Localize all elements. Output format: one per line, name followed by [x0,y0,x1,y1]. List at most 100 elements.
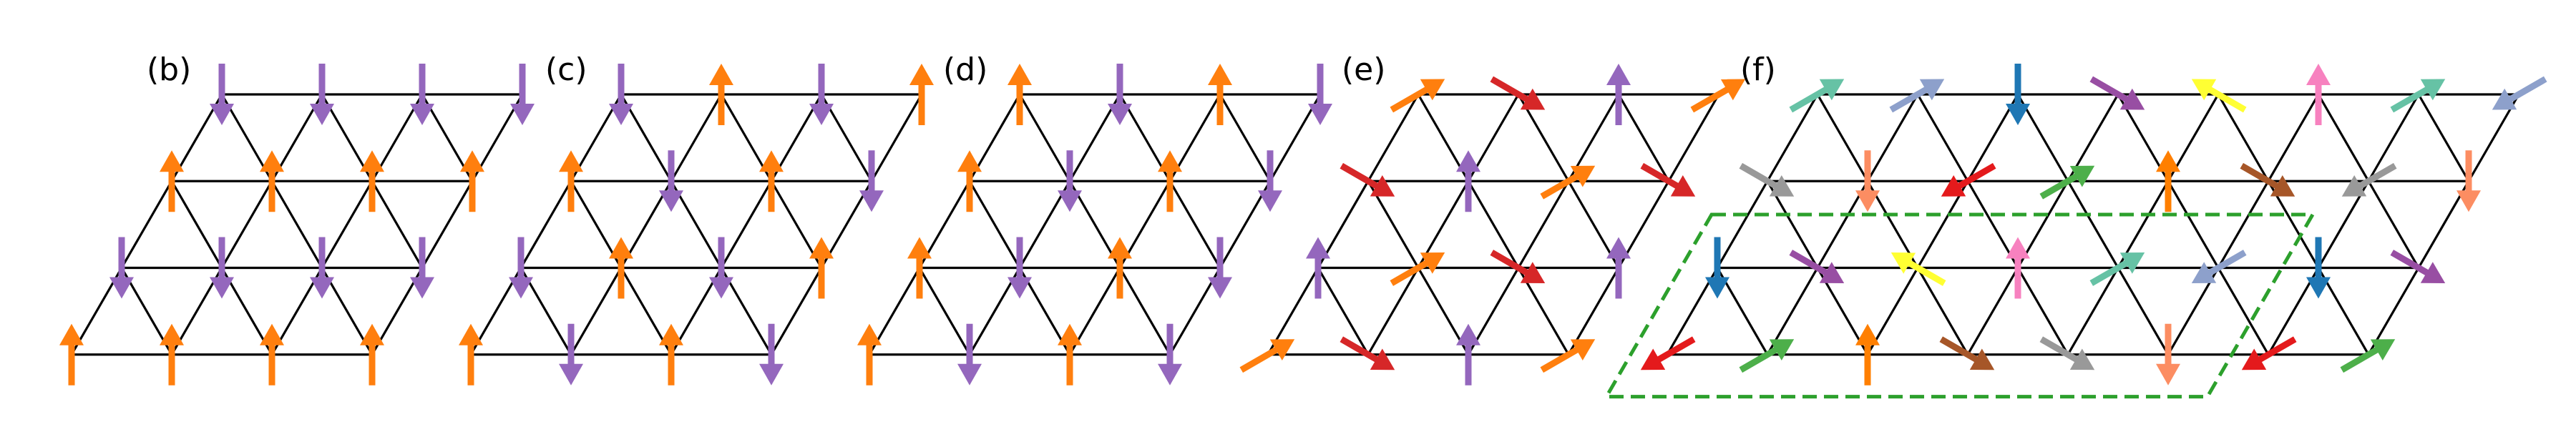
spin-arrow-head [759,150,784,172]
spin-arrow [1889,79,1945,113]
spin-arrow-shaft [1690,86,1730,113]
spin-arrow [1739,162,1795,197]
lattice-bond [2367,94,2420,182]
spin-arrow-head [2306,277,2331,299]
spin-arrow [510,64,535,125]
panel-label-c: (c) [545,51,587,88]
panel-c: (c) [459,51,934,385]
spin-arrow-shaft [1640,162,1680,190]
panel-label-b: (b) [147,51,191,88]
spin-arrow [1340,336,1395,370]
spin-arrow-head [1890,252,1916,274]
spin-arrow-shaft [1490,250,1530,276]
spin-arrow-head [1420,79,1445,101]
lattice-bond [519,180,572,269]
spin-arrow-head [2457,190,2481,212]
spin-arrow [609,237,633,299]
panel-d: (d) [857,51,1332,385]
spin-arrow-head [2156,363,2180,385]
lattice-bond [570,267,623,355]
spin-arrow-shaft [1656,336,1696,363]
lattice-bond [2217,94,2270,182]
spin-arrow-head [1969,348,1995,370]
spin-arrow [1058,323,1082,385]
spin-arrow-shaft [1956,162,1996,190]
spin-arrow [59,323,84,385]
lattice-bond [2417,94,2470,182]
spin-arrow [2457,150,2481,212]
spin-arrow-shaft [2390,250,2430,276]
spin-arrow-shaft [1789,250,1829,276]
spin-arrow [2156,150,2180,212]
spin-arrow-head [709,64,733,85]
spin-arrow-head [609,237,633,259]
spin-arrow-shaft [2240,162,2280,190]
spin-arrow-head [559,363,583,385]
spin-arrow-head [2420,79,2446,101]
spin-arrow-head [1370,348,1395,370]
spin-arrow-shaft [2507,76,2547,103]
lattice-bond [1367,94,1420,182]
spin-arrow [460,150,484,212]
spin-arrow [2156,323,2180,385]
panel-e: (e) [1239,51,1746,385]
spin-arrow [1158,150,1182,212]
spin-arrow [1789,79,1845,113]
spin-arrow [859,150,884,212]
spin-arrow [160,150,184,212]
spin-arrow-head [459,323,483,345]
spin-arrow [1208,64,1232,125]
spin-arrow-head [1306,237,1330,259]
spin-arrow-shaft [2257,336,2297,363]
lattice-bond [1716,180,1769,269]
spin-arrow-head [809,104,834,125]
lattice-bond [1367,267,1420,355]
spin-arrow [2006,64,2030,125]
lattice-bond [770,267,823,355]
spin-arrow [2191,79,2247,113]
spin-arrow [759,323,784,385]
lattice-bond [2267,94,2320,182]
spin-arrow [1789,250,1845,283]
spin-arrow-shaft [1889,86,1929,113]
spin-arrow [360,150,384,212]
lattice-bond [2317,94,2370,182]
spin-arrow-shaft [1739,162,1779,190]
spin-arrow-head [2069,348,2095,370]
spin-arrows [1239,64,1746,385]
spin-arrow [260,323,284,385]
spin-arrow-head [2191,79,2217,101]
spin-arrow [1258,150,1282,212]
spin-arrow [1008,64,1032,125]
spin-arrow [2340,339,2396,373]
spin-arrow-head [2119,252,2145,274]
spin-arrow-head [2241,348,2267,370]
spin-arrows [59,64,535,385]
spin-arrow [1390,79,1445,113]
spin-arrow [2306,64,2331,125]
spin-arrow-shaft [2207,86,2247,113]
lattice-bond [1966,267,2019,355]
spin-arrow [1158,323,1182,385]
spin-arrow [310,64,334,125]
spin-arrow-head [59,323,84,345]
lattice-bond [670,94,723,182]
spin-arrow-head [2191,262,2217,283]
spin-arrow [410,64,434,125]
spin-arrow-head [1058,190,1082,212]
lattice-bond [2367,180,2420,269]
spin-arrow [1606,237,1631,299]
spin-arrow-shaft [2039,172,2079,200]
spin-arrow-head [1158,363,1182,385]
spin-arrow [160,323,184,385]
lattice-bond [270,180,323,269]
spin-arrow-head [1008,64,1032,85]
spin-arrow [809,64,834,125]
spin-arrow-shaft [1789,86,1829,113]
spin-arrow [909,64,934,125]
spin-arrows [459,64,934,385]
spin-arrow-head [1640,348,1666,370]
spin-arrow-head [2270,175,2296,197]
